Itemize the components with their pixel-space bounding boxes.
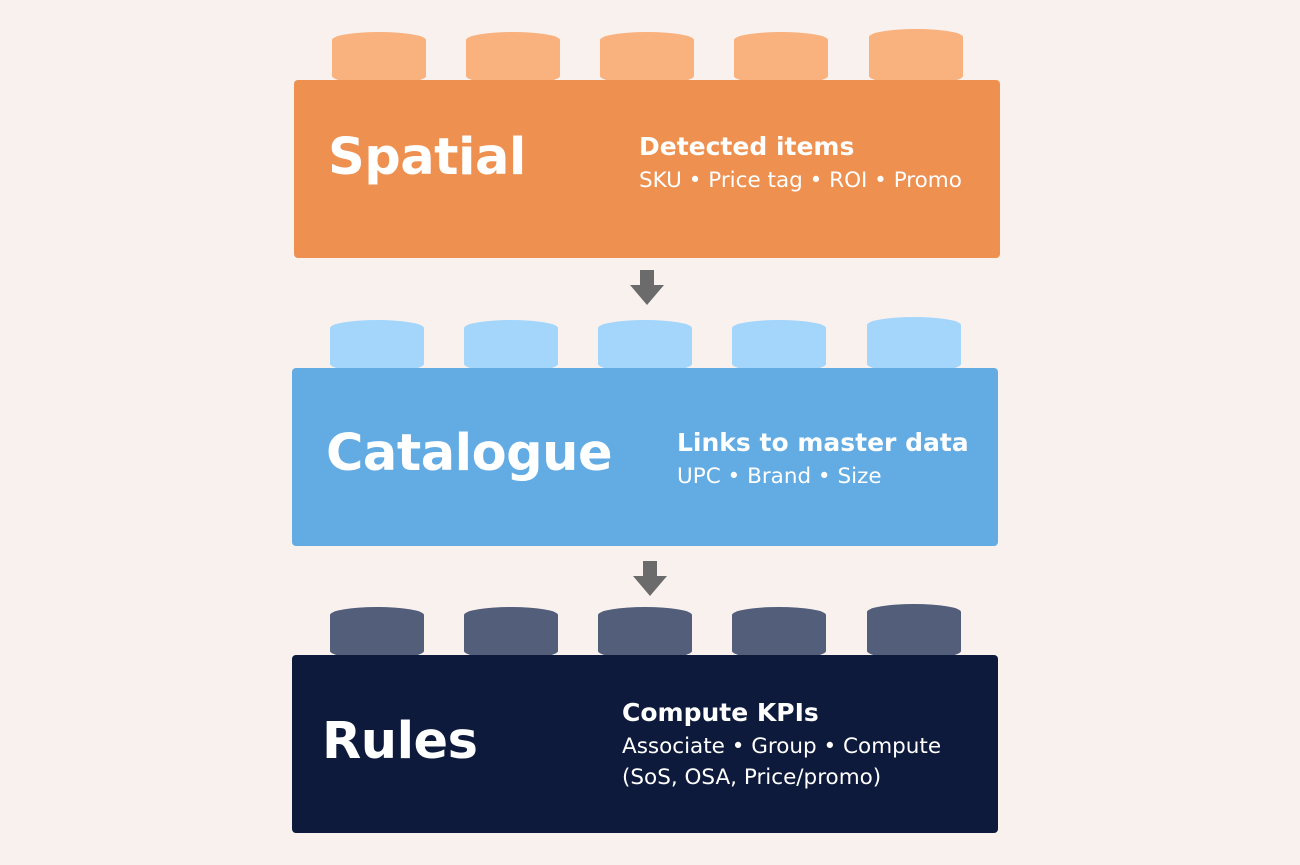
rules-layer-brick: Rules Compute KPIs Associate • Group • C…: [292, 604, 998, 835]
brick-stud: [600, 32, 694, 84]
brick-stud: [598, 320, 692, 372]
down-arrow-icon: [630, 270, 664, 305]
layer-heading: Compute KPIs: [622, 698, 819, 727]
brick-stud: [464, 320, 558, 372]
brick-stud: [464, 607, 558, 659]
brick-stud: [867, 317, 961, 372]
brick-stud: [732, 607, 826, 659]
layer-title: Spatial: [328, 128, 526, 187]
layer-heading: Links to master data: [677, 428, 969, 457]
layer-title: Catalogue: [326, 424, 613, 483]
brick-stud: [734, 32, 828, 84]
brick-body: Catalogue Links to master data UPC • Bra…: [292, 368, 998, 546]
brick-stud: [867, 604, 961, 659]
layer-detail-line: SKU • Price tag • ROI • Promo: [639, 168, 962, 193]
brick-body: Rules Compute KPIs Associate • Group • C…: [292, 655, 998, 833]
brick-stud: [332, 32, 426, 84]
brick-body: Spatial Detected items SKU • Price tag •…: [294, 80, 1000, 258]
layer-detail-line: UPC • Brand • Size: [677, 464, 882, 489]
layer-detail-line: Associate • Group • Compute: [622, 734, 942, 759]
brick-stud: [330, 607, 424, 659]
brick-stud: [330, 320, 424, 372]
layer-detail-line: (SoS, OSA, Price/promo): [622, 765, 882, 790]
brick-stud: [466, 32, 560, 84]
catalogue-layer-brick: Catalogue Links to master data UPC • Bra…: [292, 317, 998, 548]
spatial-layer-brick: Spatial Detected items SKU • Price tag •…: [294, 29, 1000, 260]
brick-stud: [732, 320, 826, 372]
down-arrow-icon: [633, 561, 667, 596]
brick-stud: [869, 29, 963, 84]
brick-stud: [598, 607, 692, 659]
layer-title: Rules: [322, 712, 478, 771]
layer-heading: Detected items: [639, 132, 855, 161]
